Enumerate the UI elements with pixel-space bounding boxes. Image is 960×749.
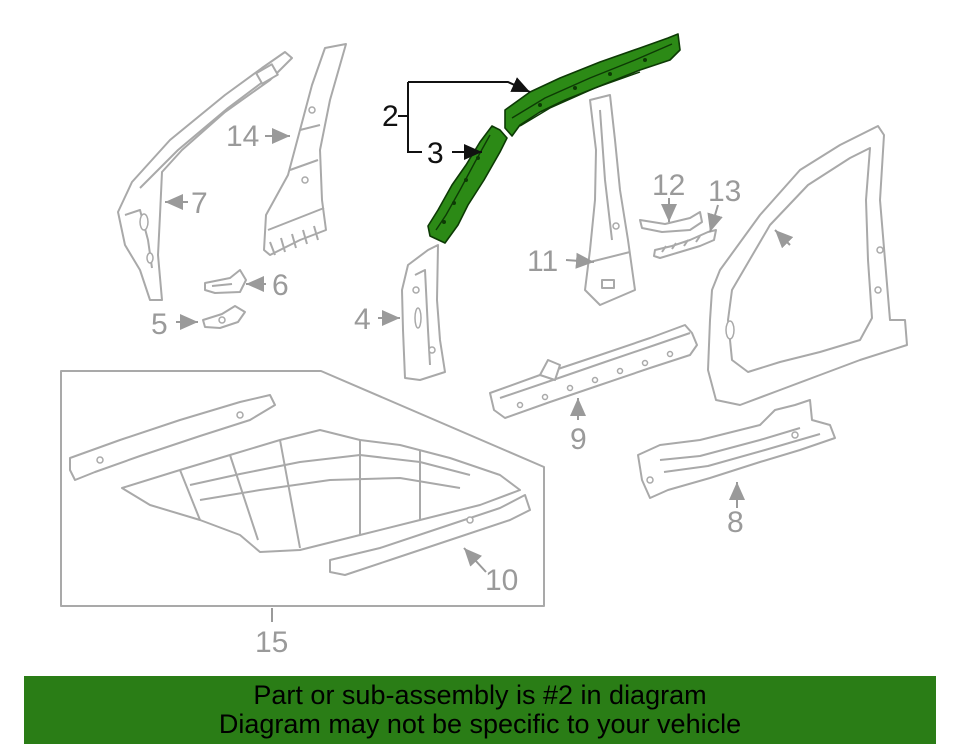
part-8-rocker-outer[interactable] [637, 399, 836, 499]
callout-6: 6 [272, 269, 289, 302]
part-2-highlighted[interactable] [504, 33, 681, 137]
callout-14: 14 [226, 120, 259, 153]
part-6-bracket[interactable] [204, 269, 247, 294]
body-side-outer[interactable] [707, 125, 908, 406]
part-11-center-pillar[interactable] [584, 94, 636, 306]
callout-5: 5 [151, 308, 168, 341]
callout-13: 13 [708, 175, 741, 208]
part-9-rocker-inner[interactable] [489, 324, 698, 419]
callout-7: 7 [191, 187, 208, 220]
callout-10: 10 [485, 564, 518, 597]
callout-2: 2 [382, 100, 399, 133]
part-7-front-pillar[interactable] [117, 51, 293, 301]
part-13-reinforcement[interactable] [653, 229, 717, 259]
part-15-floor-box [60, 370, 545, 607]
part-15-floor-pan[interactable] [69, 394, 531, 576]
banner-line-1: Part or sub-assembly is #2 in diagram [253, 680, 707, 710]
callout-8: 8 [727, 506, 744, 539]
part-5-bracket[interactable] [202, 305, 246, 329]
callout-3: 3 [427, 137, 444, 170]
callout-9: 9 [570, 423, 587, 456]
info-banner: Part or sub-assembly is #2 in diagram Di… [24, 676, 936, 744]
callout-11: 11 [527, 245, 558, 278]
callout-12: 12 [652, 169, 685, 202]
part-4-pillar-lower[interactable] [401, 244, 446, 381]
part-14-pillar-inner[interactable] [263, 43, 347, 256]
callout-labels: 2 3 4 5 6 7 8 9 10 11 12 13 14 15 [151, 100, 744, 659]
banner-line-2: Diagram may not be specific to your vehi… [218, 709, 742, 739]
leader-lines [165, 77, 794, 622]
callout-4: 4 [354, 303, 371, 336]
callout-15: 15 [255, 626, 288, 659]
part-12-reinforcement[interactable] [639, 211, 703, 233]
